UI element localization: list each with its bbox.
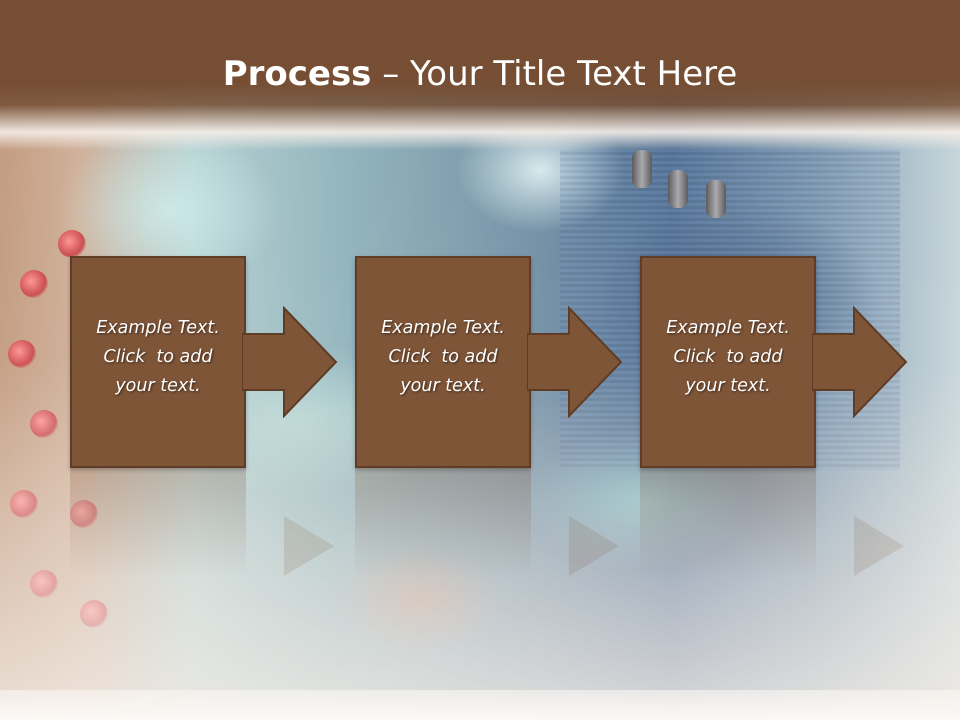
step-text: Example Text. Click to add your text. xyxy=(357,314,529,401)
bottom-fade xyxy=(0,690,960,720)
step-text-line: Example Text. xyxy=(666,318,790,338)
step-text-box[interactable]: Example Text. Click to add your text. xyxy=(355,256,531,468)
step-text-line: your text. xyxy=(685,376,771,396)
title-bar xyxy=(0,0,960,150)
step-text-line: Click to add xyxy=(673,347,783,367)
step-text-line: your text. xyxy=(115,376,201,396)
step-text-line: Click to add xyxy=(103,347,213,367)
step-reflection xyxy=(355,468,695,578)
right-arrow-icon[interactable] xyxy=(242,306,338,418)
step-text-line: Click to add xyxy=(388,347,498,367)
process-step-3: Example Text. Click to add your text. xyxy=(640,256,960,468)
process-step-1: Example Text. Click to add your text. xyxy=(70,256,410,468)
process-step-2: Example Text. Click to add your text. xyxy=(355,256,695,468)
step-text-line: your text. xyxy=(400,376,486,396)
step-text-line: Example Text. xyxy=(381,318,505,338)
right-arrow-icon[interactable] xyxy=(527,306,623,418)
step-reflection xyxy=(70,468,410,578)
title-regular-part: – Your Title Text Here xyxy=(371,54,738,94)
step-text-box[interactable]: Example Text. Click to add your text. xyxy=(70,256,246,468)
step-text: Example Text. Click to add your text. xyxy=(72,314,244,401)
step-reflection xyxy=(640,468,960,578)
step-text-box[interactable]: Example Text. Click to add your text. xyxy=(640,256,816,468)
right-arrow-icon[interactable] xyxy=(812,306,908,418)
step-text-line: Example Text. xyxy=(96,318,220,338)
title-bold-part: Process xyxy=(222,54,372,94)
slide-title[interactable]: Process – Your Title Text Here xyxy=(0,52,960,96)
step-text: Example Text. Click to add your text. xyxy=(642,314,814,401)
